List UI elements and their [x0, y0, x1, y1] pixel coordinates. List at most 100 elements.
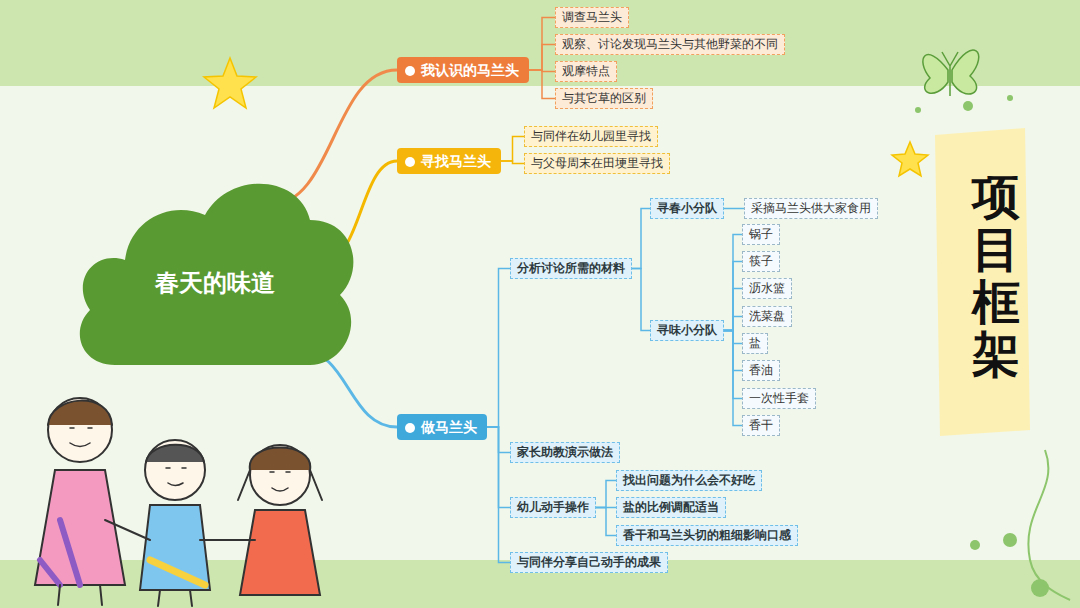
branch-box: 做马兰头 [397, 414, 487, 440]
leaf-box: 观摩特点 [555, 61, 617, 82]
node-text: 盐的比例调配适当 [623, 500, 719, 514]
connector [632, 269, 650, 331]
node-text: 分析讨论所需的材料 [517, 261, 625, 275]
leaf-box: 观察、讨论发现马兰头与其他野菜的不同 [555, 34, 785, 55]
leaf-box: 筷子 [742, 251, 780, 272]
child-body [240, 510, 320, 595]
connector [724, 289, 742, 331]
branch-box: 我认识的马兰头 [397, 57, 529, 83]
leaf-box: 家长助教演示做法 [510, 442, 620, 463]
flower [970, 540, 980, 550]
leaf-box: 一次性手套 [742, 388, 816, 409]
leaf-box: 寻春小分队 [650, 198, 724, 219]
connector [724, 262, 742, 331]
leaf-box: 与其它草的区别 [555, 88, 653, 109]
node-text: 与同伴在幼儿园里寻找 [531, 129, 651, 143]
connector [632, 209, 650, 269]
holding-hands [105, 520, 255, 540]
node-text: 幼儿动手操作 [517, 500, 589, 514]
leaf-box: 盐的比例调配适当 [616, 497, 726, 518]
node-text: 观察、讨论发现马兰头与其他野菜的不同 [562, 37, 778, 51]
leaf-box: 采摘马兰头供大家食用 [744, 198, 878, 219]
node-text: 香干 [749, 418, 773, 432]
connector [724, 235, 742, 331]
branch-box: 寻找马兰头 [397, 148, 501, 174]
leaf-box: 香干 [742, 415, 780, 436]
connector [501, 137, 524, 162]
cloud-shape [70, 160, 360, 375]
flower [915, 107, 921, 113]
node-text: 与其它草的区别 [562, 91, 646, 105]
node-text: 筷子 [749, 254, 773, 268]
node-text: 寻春小分队 [657, 201, 717, 215]
node-text: 做马兰头 [421, 419, 477, 435]
connector [724, 208, 744, 210]
child-body [35, 470, 125, 585]
connector [724, 331, 742, 426]
node-text: 沥水篮 [749, 281, 785, 295]
connector [529, 45, 555, 71]
child-hair [238, 448, 322, 501]
leaf-box: 香干和马兰头切的粗细影响口感 [616, 525, 798, 546]
connector [596, 481, 616, 508]
root-text: 春天的味道 [155, 267, 275, 299]
connector [596, 508, 616, 536]
child-hair [146, 445, 204, 462]
root-cloud: 春天的味道 [70, 160, 360, 375]
node-text: 洗菜盘 [749, 309, 785, 323]
flower [1007, 95, 1013, 101]
connector [487, 427, 510, 563]
leaf-box: 与父母周末在田埂里寻找 [524, 153, 670, 174]
connector [487, 269, 510, 428]
butterfly-body [942, 52, 958, 96]
star [892, 142, 928, 176]
connector [529, 18, 555, 71]
crayon-strokes [150, 560, 205, 585]
leaf-box: 沥水篮 [742, 278, 792, 299]
node-text: 我认识的马兰头 [421, 62, 519, 78]
node-text: 与同伴分享自己动手的成果 [517, 555, 661, 569]
node-text: 采摘马兰头供大家食用 [751, 201, 871, 215]
node-text: 寻找马兰头 [421, 153, 491, 169]
vertical-title: 项目框架 [972, 170, 1020, 381]
connector [501, 161, 524, 164]
child-legs [158, 590, 192, 606]
leaf-box: 香油 [742, 360, 780, 381]
child-faces [70, 428, 290, 491]
leaf-box: 寻味小分队 [650, 320, 724, 341]
cloud-outline [80, 184, 354, 365]
crayon-strokes [40, 520, 80, 585]
node-text: 盐 [749, 336, 761, 350]
child-body [140, 505, 210, 590]
leaf-box: 洗菜盘 [742, 306, 792, 327]
node-text: 找出问题为什么会不好吃 [623, 473, 755, 487]
connector [270, 70, 397, 205]
leaf-box: 找出问题为什么会不好吃 [616, 470, 762, 491]
child-head [48, 398, 112, 462]
flower [1031, 579, 1049, 597]
title-banner [935, 128, 1030, 436]
leaf-box: 盐 [742, 333, 768, 354]
child-hair [48, 401, 112, 425]
node-text: 调查马兰头 [562, 10, 622, 24]
node-text: 与父母周末在田埂里寻找 [531, 156, 663, 170]
node-text: 一次性手套 [749, 391, 809, 405]
connector [529, 70, 555, 99]
connector [724, 317, 742, 331]
children-drawing [35, 398, 322, 606]
star [204, 58, 256, 108]
node-text: 香干和马兰头切的粗细影响口感 [623, 528, 791, 542]
butterfly-wing [923, 55, 948, 94]
leaf-box: 分析讨论所需的材料 [510, 258, 632, 279]
butterfly [923, 50, 979, 96]
node-text: 观摩特点 [562, 64, 610, 78]
node-text: 寻味小分队 [657, 323, 717, 337]
leaf-box: 幼儿动手操作 [510, 497, 596, 518]
flowers [915, 95, 1049, 597]
top-band [0, 0, 1080, 86]
vine [1028, 450, 1070, 600]
node-text: 香油 [749, 363, 773, 377]
node-text: 家长助教演示做法 [517, 445, 613, 459]
flower [963, 101, 973, 111]
